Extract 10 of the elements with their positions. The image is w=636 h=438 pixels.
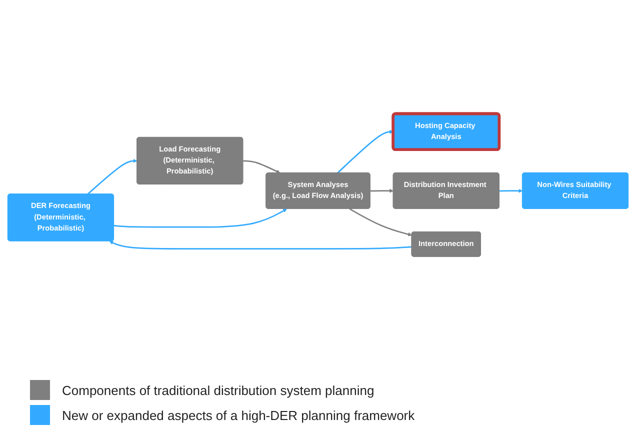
legend-text: New or expanded aspects of a high-DER planning framework: [62, 408, 415, 422]
arrow: [109, 241, 412, 250]
arrow: [370, 189, 394, 194]
arrow: [243, 160, 280, 174]
arrow: [349, 208, 412, 237]
arrow: [337, 130, 394, 174]
legend-text: Components of traditional distribution system planning: [62, 382, 374, 398]
arrow: [499, 189, 523, 194]
arrow: [114, 209, 288, 228]
arrow: [87, 159, 138, 195]
